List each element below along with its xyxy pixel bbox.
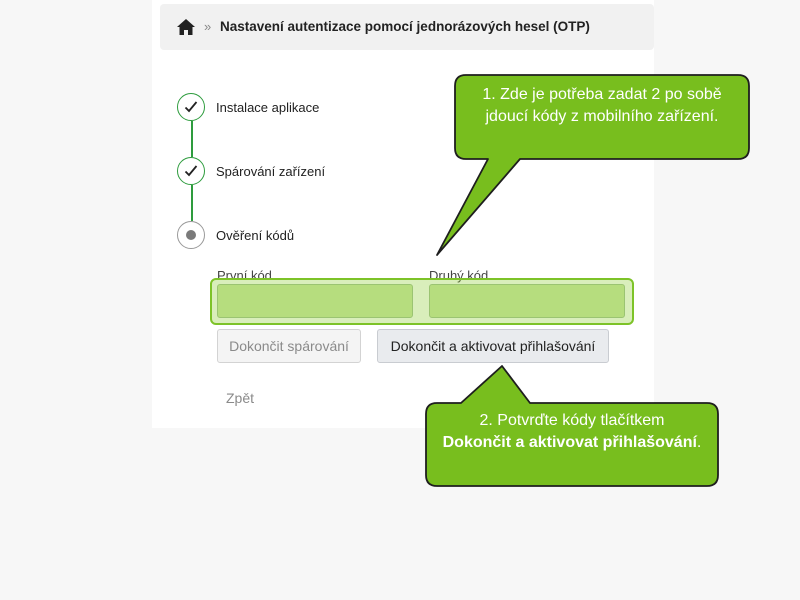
- current-step-dot: [186, 230, 196, 240]
- back-link[interactable]: Zpět: [226, 390, 255, 406]
- step-connector-1: [191, 121, 193, 157]
- callout-confirm-text: 2. Potvrďte kódy tlačítkem Dokončit a ak…: [440, 410, 704, 454]
- breadcrumb: » Nastavení autentizace pomocí jednorázo…: [160, 4, 654, 50]
- step-1-indicator: [177, 93, 205, 121]
- second-code-input[interactable]: [429, 284, 625, 318]
- step-3-indicator: [177, 221, 205, 249]
- step-2-label: Spárování zařízení: [216, 164, 326, 179]
- finish-pairing-button[interactable]: Dokončit spárování: [217, 329, 361, 363]
- callout-confirm-bold: Dokončit a aktivovat přihlašování: [442, 434, 697, 451]
- first-code-input[interactable]: [217, 284, 413, 318]
- home-icon[interactable]: [176, 18, 196, 36]
- callout-codes-text: 1. Zde je potřeba zadat 2 po sobě jdoucí…: [482, 86, 722, 125]
- step-connector-2: [191, 185, 193, 221]
- breadcrumb-separator: »: [204, 19, 212, 34]
- step-3-label: Ověření kódů: [216, 228, 295, 243]
- finish-activate-button[interactable]: Dokončit a aktivovat přihlašování: [377, 329, 609, 363]
- step-1-label: Instalace aplikace: [216, 100, 320, 115]
- main-panel: [152, 0, 654, 428]
- callout-confirm-prefix: 2. Potvrďte kódy tlačítkem: [479, 412, 665, 429]
- checkmark-icon: [184, 101, 198, 113]
- callout-confirm-suffix: .: [696, 434, 702, 451]
- checkmark-icon: [184, 165, 198, 177]
- step-2-indicator: [177, 157, 205, 185]
- page-title: Nastavení autentizace pomocí jednorázový…: [220, 19, 590, 34]
